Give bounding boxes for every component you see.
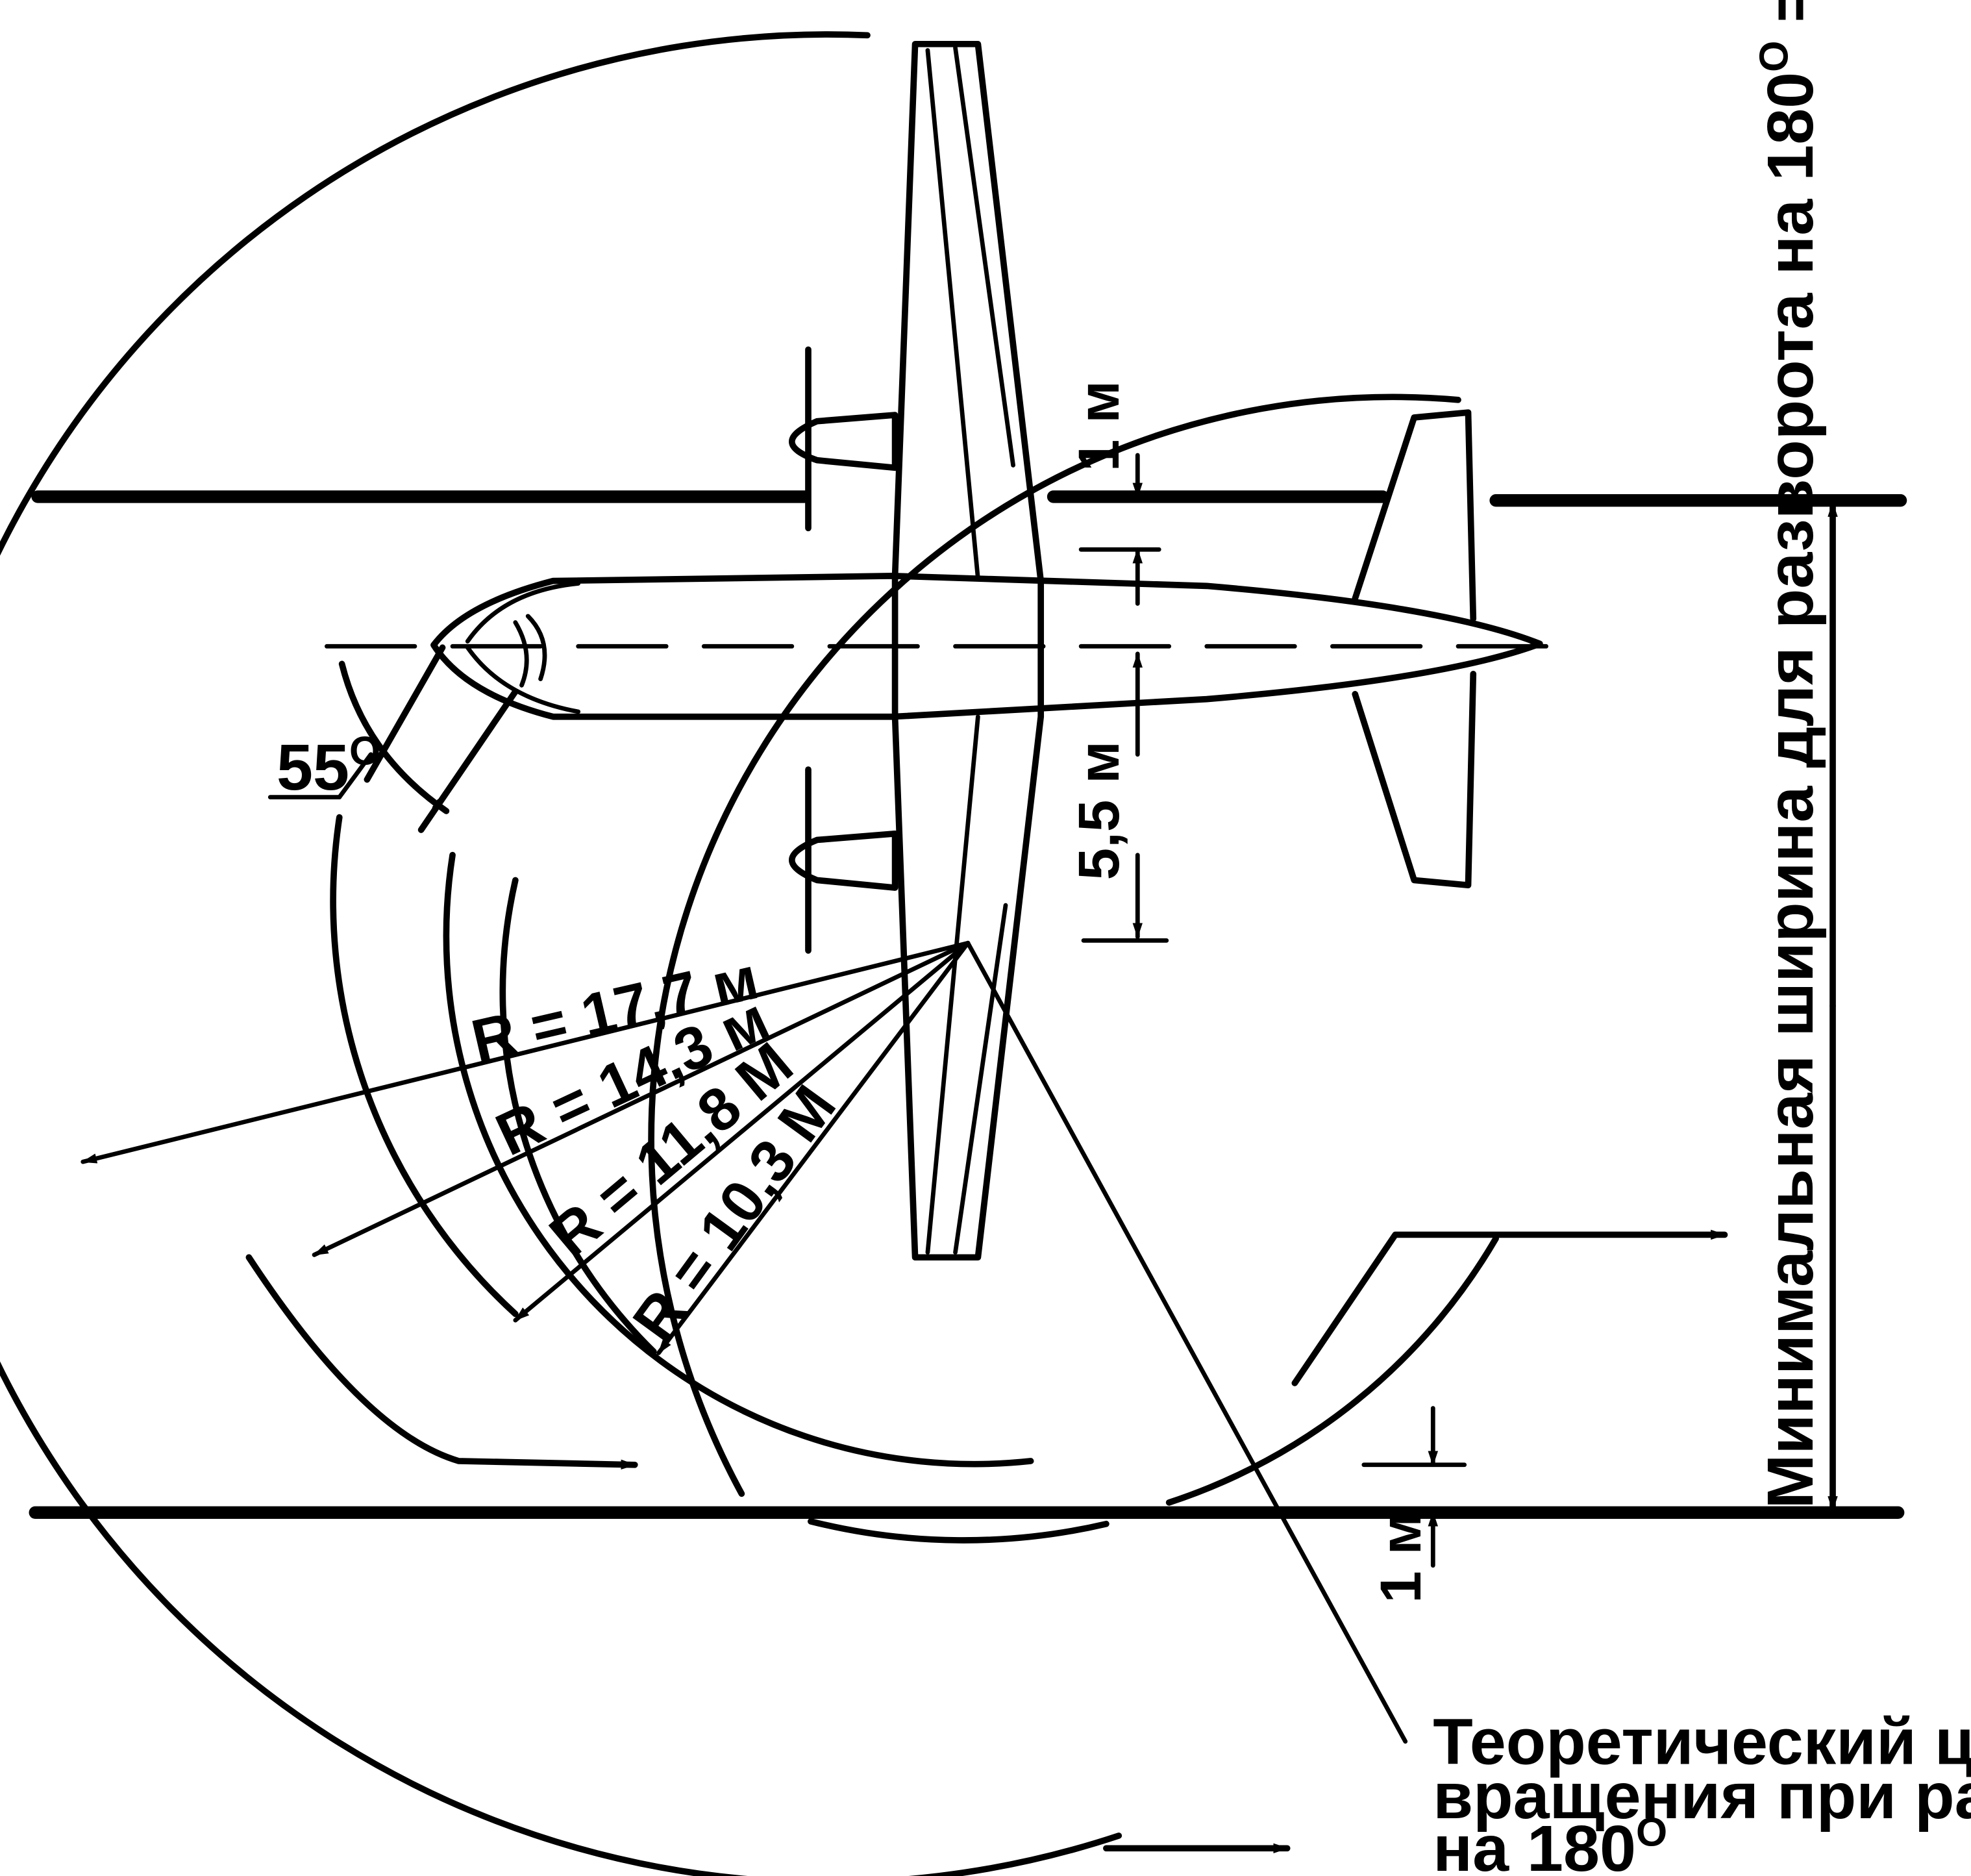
arc-inner-right	[1165, 1235, 1499, 1506]
radius-line-17-7	[81, 940, 971, 1164]
nose-wheel-line-1	[364, 644, 446, 783]
dimension-clearance-top: 1 м	[1066, 381, 1161, 606]
min-width-label: Минимальная ширина для разворота на 180О…	[1752, 0, 1827, 1509]
angle-leader-diag	[337, 752, 373, 800]
path-arrows	[245, 1229, 1728, 1854]
center-leader	[965, 940, 1408, 1744]
engine-lower	[789, 830, 899, 891]
arc-r-14-3	[648, 394, 1461, 1497]
taxiway-edges	[29, 490, 1907, 1520]
radius-line-14-3	[312, 940, 971, 1257]
turn-arcs	[0, 31, 1499, 1876]
engine-upper	[789, 412, 899, 471]
arc-r-10-3	[499, 877, 657, 1355]
nose-wheel-line-2	[417, 688, 519, 833]
clearance-bottom-label: 1 м	[1368, 1512, 1433, 1603]
radius-line-11-8	[513, 940, 971, 1323]
arc-r-11-8-left	[330, 814, 519, 1318]
angle-arc	[338, 660, 450, 814]
aircraft-top-view	[325, 41, 1584, 1261]
center-caption-line2: вращения при развороте	[1433, 1760, 1971, 1832]
dimension-clearance-bottom: 1 м	[1361, 1406, 1467, 1603]
clearance-top-label: 1 м	[1066, 381, 1131, 471]
center-caption-line1: Теоретический центр	[1433, 1706, 1971, 1779]
wing	[891, 41, 1045, 1261]
nose-steer-angle: 55O	[267, 644, 519, 833]
fuselage	[430, 573, 1543, 720]
horizontal-stabilizer	[1352, 409, 1477, 889]
center-caption: Теоретический центр вращения при разворо…	[1433, 1706, 1971, 1876]
arc-r-11-8	[808, 1518, 1109, 1544]
arc-r-10-3-bottom	[443, 851, 1034, 1468]
dimension-nose-to-center: 5,5 м	[1066, 651, 1169, 943]
wing-flap-line	[925, 45, 1015, 1255]
angle-label: 55O	[277, 729, 380, 804]
cockpit-window	[465, 581, 581, 714]
arrow-right-path	[1291, 1229, 1728, 1386]
radius-line-10-3	[656, 940, 971, 1355]
dimension-min-width: Минимальная ширина для разворота на 180О…	[1752, 0, 1838, 1514]
arrow-left-path	[245, 1254, 638, 1470]
center-caption-line3: на 180O	[1433, 1810, 1667, 1876]
radius-labels: R = 17,7 м R = 14,3 м R = 11,8 М R = 10,…	[465, 944, 849, 1353]
nose-to-center-label: 5,5 м	[1066, 741, 1131, 880]
radius-lines	[81, 940, 1408, 1744]
arc-r-17-7	[0, 31, 1122, 1876]
